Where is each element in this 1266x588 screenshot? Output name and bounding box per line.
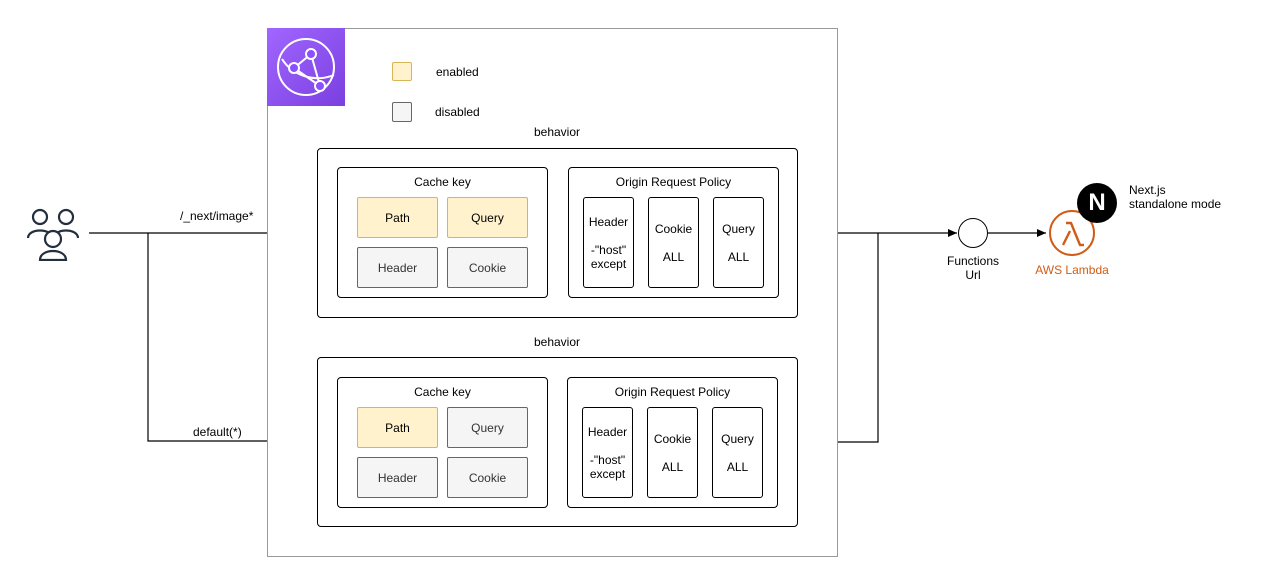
- route-image-label: /_next/image*: [180, 209, 254, 223]
- cloudfront-icon: [267, 28, 345, 106]
- policy-header-name: Header: [588, 214, 629, 229]
- policy-cookie-value: ALL: [662, 249, 685, 264]
- policy-header-line-2: except: [590, 256, 627, 271]
- functions-url-line-2: Url: [965, 268, 981, 282]
- behavior-2-policy-cookie: Cookie ALL: [647, 407, 698, 498]
- functions-url-label: Functions Url: [933, 254, 1013, 282]
- policy-header-line-1: -"host": [590, 242, 627, 257]
- behavior-1-cache-path: Path: [357, 197, 438, 238]
- nextjs-line-2: standalone mode: [1129, 197, 1222, 211]
- behavior-1-cache-query: Query: [447, 197, 528, 238]
- behavior-2-policy-query: Query ALL: [712, 407, 763, 498]
- behavior-1-cache-header: Header: [357, 247, 438, 288]
- behavior-1-origin-policy-title: Origin Request Policy: [615, 175, 732, 189]
- behavior-2-origin-policy-title: Origin Request Policy: [614, 385, 731, 399]
- policy-query-value: ALL: [727, 249, 750, 264]
- nextjs-line-1: Next.js: [1129, 183, 1166, 197]
- policy-header-line-1: -"host": [589, 452, 626, 467]
- policy-query-value: ALL: [726, 459, 749, 474]
- behavior-1-cache-key-title: Cache key: [414, 175, 471, 189]
- behavior-1-title: behavior: [533, 125, 581, 139]
- behavior-2-cache-query: Query: [447, 407, 528, 448]
- policy-cookie-name: Cookie: [653, 431, 692, 446]
- legend-disabled-swatch: [392, 102, 412, 122]
- legend-enabled-label: enabled: [436, 65, 479, 79]
- behavior-1-policy-query: Query ALL: [713, 197, 764, 288]
- policy-query-name: Query: [721, 431, 754, 446]
- behavior-1-policy-cookie: Cookie ALL: [648, 197, 699, 288]
- route-default-label: default(*): [193, 425, 242, 439]
- behavior-1-cache-cookie: Cookie: [447, 247, 528, 288]
- lambda-icon: [1048, 209, 1096, 257]
- edge-users-to-behavior-2: [147, 233, 316, 445]
- policy-header-name: Header: [587, 424, 628, 439]
- legend-enabled-swatch: [392, 62, 412, 81]
- behavior-2-cache-path: Path: [357, 407, 438, 448]
- behavior-1-policy-header: Header -"host" except: [583, 197, 634, 288]
- nextjs-label: Next.js standalone mode: [1129, 183, 1221, 211]
- behavior-2-policy-header: Header -"host" except: [582, 407, 633, 498]
- policy-cookie-name: Cookie: [654, 221, 693, 236]
- nextjs-logo-icon: N: [1077, 183, 1117, 223]
- policy-query-name: Query: [722, 221, 755, 236]
- policy-cookie-value: ALL: [661, 459, 684, 474]
- policy-header-line-2: except: [589, 466, 626, 481]
- behavior-2-title: behavior: [533, 335, 581, 349]
- functions-url-node: [958, 218, 988, 248]
- functions-url-line-1: Functions: [946, 254, 1000, 268]
- behavior-2-cache-key-title: Cache key: [414, 385, 471, 399]
- behavior-2-cache-header: Header: [357, 457, 438, 498]
- behavior-2-cache-cookie: Cookie: [447, 457, 528, 498]
- users-icon: [26, 207, 80, 262]
- legend-disabled-label: disabled: [435, 105, 480, 119]
- lambda-label: AWS Lambda: [1035, 263, 1109, 277]
